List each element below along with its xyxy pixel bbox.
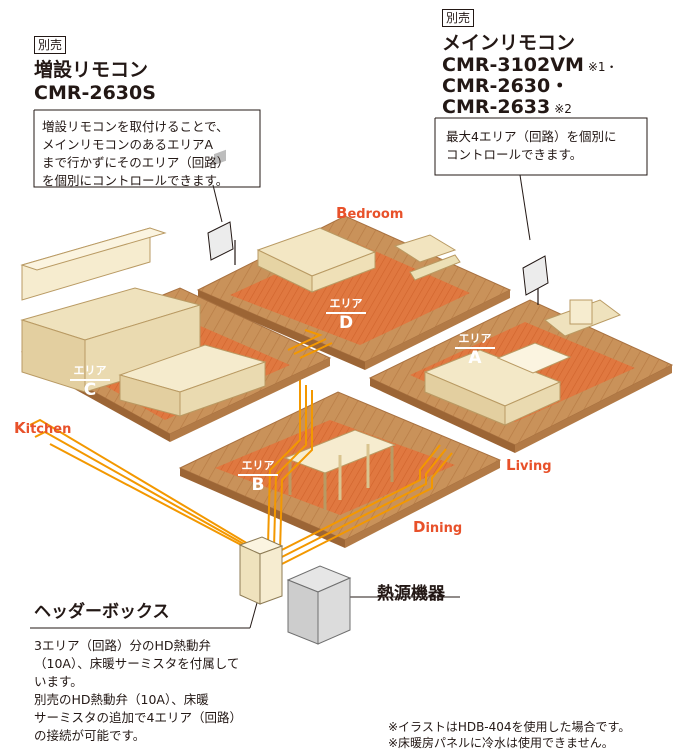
- header-box-desc: 3エリア（回路）分のHD熱動弁 （10A）、床暖サーミスタを付属して います。 …: [34, 637, 242, 745]
- desc-line: 最大4エリア（回路）を個別に: [446, 129, 617, 144]
- room-label-bedroom: Bedroom: [336, 204, 403, 222]
- sub-remote-title: 増設リモコン: [34, 59, 149, 81]
- sub-remote-callout-box: [33, 109, 261, 188]
- room-label-kitchen: Kitchen: [14, 419, 71, 437]
- main-remote-desc: 最大4エリア（回路）を個別に コントロールできます。: [446, 128, 616, 164]
- room-label-living: Living: [506, 456, 552, 474]
- area-word: エリア: [458, 332, 492, 345]
- room-initial: D: [413, 518, 426, 536]
- desc-line: メインリモコンのあるエリアA: [42, 137, 214, 152]
- main-remote-callout-box: [434, 117, 648, 176]
- dining-floor: [178, 391, 502, 548]
- area-word: エリア: [329, 297, 363, 310]
- footnote: ※床暖房パネルに冷水は使用できません。: [388, 736, 614, 750]
- room-initial: L: [506, 456, 516, 474]
- main-remote-tag: 別売: [442, 9, 475, 27]
- main-remote-model-3: CMR-2633※2: [442, 97, 572, 120]
- main-remote-title: メインリモコン: [442, 32, 576, 54]
- area-letter: D: [338, 313, 354, 333]
- sub-remote-model: CMR-2630S: [34, 82, 156, 104]
- footnote-mark: ※2: [554, 102, 572, 116]
- kitchen-floor: [20, 227, 332, 442]
- room-rest: itchen: [25, 422, 72, 437]
- pipes: [29, 240, 539, 569]
- desc-line: 3エリア（回路）分のHD熱動弁: [34, 638, 211, 653]
- room-initial: B: [336, 204, 348, 222]
- sub-remote-tag: 別売: [34, 36, 67, 54]
- area-letter: A: [468, 348, 482, 368]
- sub-remote-desc: 増設リモコンを取付けることで、 メインリモコンのあるエリアA まで行かずにそのエ…: [42, 118, 229, 190]
- area-label-c: エリア C: [70, 365, 110, 399]
- heat-source-label: 熱源機器: [377, 584, 445, 604]
- sub-remote-device: [207, 149, 234, 261]
- desc-line: サーミスタの追加で4エリア（回路）: [34, 710, 242, 725]
- header-box-title: ヘッダーボックス: [34, 602, 170, 622]
- callout-lines: [30, 109, 648, 629]
- room-rest: iving: [515, 459, 552, 474]
- main-remote-model-2: CMR-2630・: [442, 75, 570, 97]
- area-label-a: エリア A: [455, 333, 495, 367]
- bedroom-floor: [196, 215, 512, 370]
- footnote-mark: ※1・: [587, 60, 618, 74]
- desc-line: コントロールできます。: [446, 147, 583, 162]
- desc-line: （10A）、床暖サーミスタを付属して: [34, 656, 240, 671]
- desc-line: の接続が可能です。: [34, 728, 146, 743]
- footnote: ※イラストはHDB-404を使用した場合です。: [388, 720, 631, 734]
- footnotes: ※イラストはHDB-404を使用した場合です。 ※床暖房パネルに冷水は使用できま…: [388, 719, 630, 751]
- room-rest: edroom: [347, 207, 404, 222]
- desc-line: います。: [34, 674, 83, 689]
- area-label-b: エリア B: [238, 460, 278, 494]
- desc-line: を個別にコントロールできます。: [42, 173, 229, 188]
- desc-line: 別売のHD熱動弁（10A）、床暖: [34, 692, 209, 707]
- area-word: エリア: [241, 459, 275, 472]
- header-box-device: [238, 536, 284, 605]
- room-initial: K: [14, 419, 26, 437]
- sub-remote-leader: [212, 184, 223, 223]
- desc-line: まで行かずにそのエリア（回路）: [42, 155, 230, 170]
- area-letter: C: [83, 380, 97, 400]
- room-rest: ining: [425, 521, 463, 536]
- room-label-dining: Dining: [413, 518, 462, 536]
- main-remote-leader: [519, 174, 531, 241]
- model-text: CMR-2633: [442, 96, 551, 118]
- area-label-d: エリア D: [326, 298, 366, 332]
- model-text: CMR-3102VM: [442, 54, 584, 76]
- heat-source-device: [286, 565, 352, 645]
- main-remote-device: [522, 255, 549, 296]
- area-word: エリア: [73, 364, 107, 377]
- living-floor: [368, 299, 674, 453]
- area-letter: B: [251, 475, 265, 495]
- main-remote-model-1: CMR-3102VM※1・: [442, 55, 618, 78]
- desc-line: 増設リモコンを取付けることで、: [42, 119, 229, 134]
